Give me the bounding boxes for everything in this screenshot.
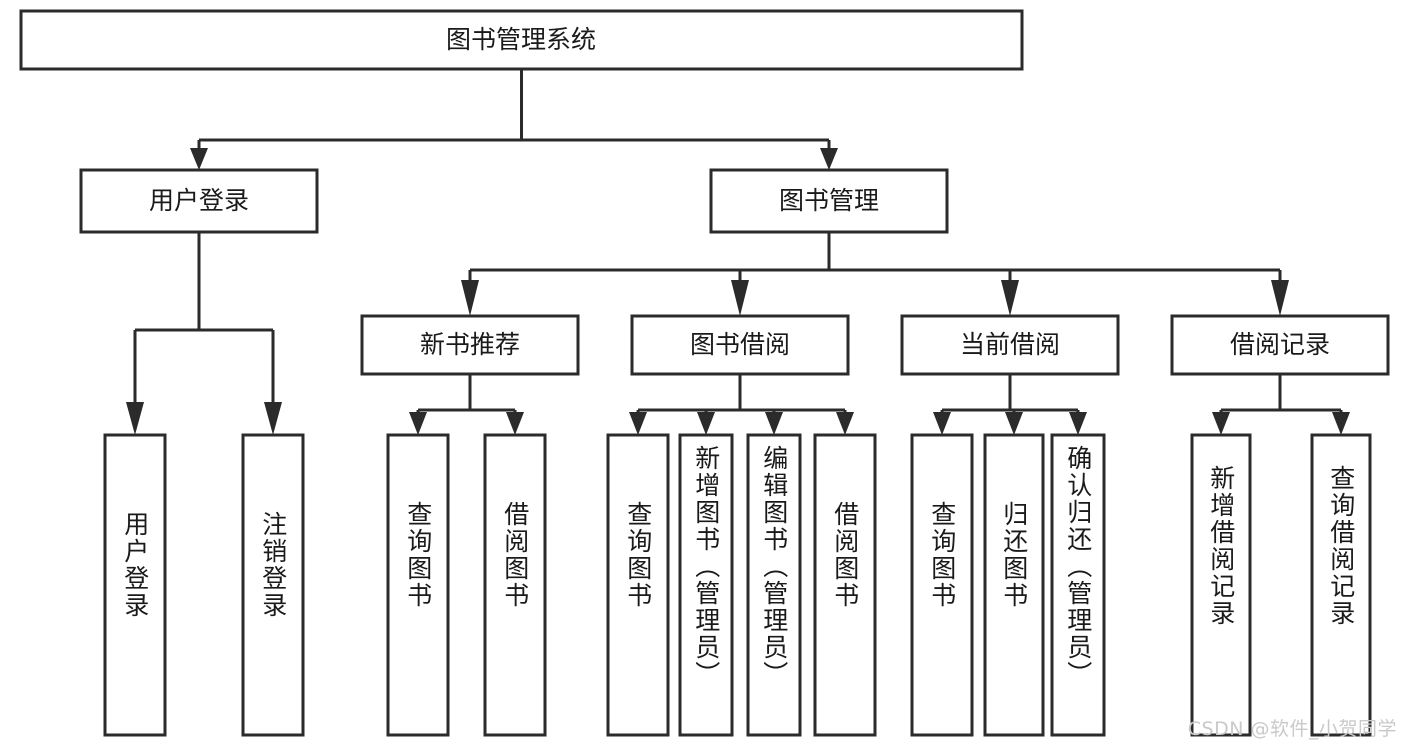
node-user-login-box[interactable] <box>79 168 319 234</box>
arrow-head-l-add-book <box>697 412 715 435</box>
node-root-label: 图书管理系统 <box>446 25 596 54</box>
arrow-head-l-query-book-rec <box>409 412 427 435</box>
node-root[interactable]: 图书管理系统 <box>19 9 1024 71</box>
arrow-head-borrow-record <box>1271 280 1289 316</box>
connector-layer <box>126 69 1350 435</box>
node-current-borrow[interactable]: 当前借阅 <box>900 314 1120 376</box>
arrow-head-l-user-logout <box>264 402 282 435</box>
node-l-query-record-box[interactable] <box>1310 433 1372 737</box>
arrow-head-l-confirm-return <box>1069 412 1087 435</box>
node-l-return-book-box[interactable] <box>983 433 1045 737</box>
arrow-head-new-book-rec <box>461 280 479 316</box>
node-l-user-login-box[interactable] <box>103 433 167 737</box>
arrow-head-l-borrow-book-rec <box>506 412 524 435</box>
node-book-manage[interactable]: 图书管理 <box>709 168 949 234</box>
arrow-head-book-manage <box>820 148 838 170</box>
node-l-confirm-return-box[interactable] <box>1050 433 1106 737</box>
node-layer: 图书管理系统 用户登录 图书管理 新书推荐 图书借阅 当前 <box>19 9 1390 737</box>
arrow-head-current-borrow <box>1001 280 1019 316</box>
node-user-login-label: 用户登录 <box>149 186 249 215</box>
node-book-borrow-box[interactable] <box>630 314 850 376</box>
node-l-borrow-book-rec-box[interactable] <box>483 433 547 737</box>
arrow-head-l-query-book-cur <box>933 412 951 435</box>
node-book-borrow-label: 图书借阅 <box>690 330 790 359</box>
arrow-head-l-return-book <box>1005 412 1023 435</box>
node-l-edit-book-box[interactable] <box>746 433 802 737</box>
arrow-head-l-edit-book <box>765 412 783 435</box>
node-l-add-book-box[interactable] <box>678 433 734 737</box>
node-new-book-rec[interactable]: 新书推荐 <box>360 314 580 376</box>
csdn-watermark: CSDN @软件_小贺同学 <box>1187 718 1397 740</box>
node-l-user-logout-box[interactable] <box>241 433 305 737</box>
node-new-book-rec-label: 新书推荐 <box>420 330 520 359</box>
node-book-manage-label: 图书管理 <box>779 186 879 215</box>
node-l-add-record-box[interactable] <box>1190 433 1252 737</box>
node-book-manage-box[interactable] <box>709 168 949 234</box>
node-book-borrow[interactable]: 图书借阅 <box>630 314 850 376</box>
node-root-box[interactable] <box>19 9 1024 71</box>
node-current-borrow-label: 当前借阅 <box>960 330 1060 359</box>
arrow-head-book-borrow <box>731 280 749 316</box>
node-l-query-book-borrow-box[interactable] <box>606 433 670 737</box>
arrow-head-l-query-book-borrow <box>629 412 647 435</box>
arrow-head-l-borrow-book <box>836 412 854 435</box>
arrow-head-l-user-login <box>126 402 144 435</box>
node-current-borrow-box[interactable] <box>900 314 1120 376</box>
node-l-borrow-book-box[interactable] <box>813 433 877 737</box>
arrow-head-l-query-record <box>1332 412 1350 435</box>
arrow-head-l-add-record <box>1212 412 1230 435</box>
node-l-query-book-cur-box[interactable] <box>910 433 974 737</box>
node-user-login[interactable]: 用户登录 <box>79 168 319 234</box>
node-borrow-record[interactable]: 借阅记录 <box>1170 314 1390 376</box>
node-new-book-rec-box[interactable] <box>360 314 580 376</box>
node-borrow-record-box[interactable] <box>1170 314 1390 376</box>
arrow-head-user-login <box>190 148 208 170</box>
node-l-query-book-rec-box[interactable] <box>386 433 450 737</box>
node-borrow-record-label: 借阅记录 <box>1230 330 1330 359</box>
